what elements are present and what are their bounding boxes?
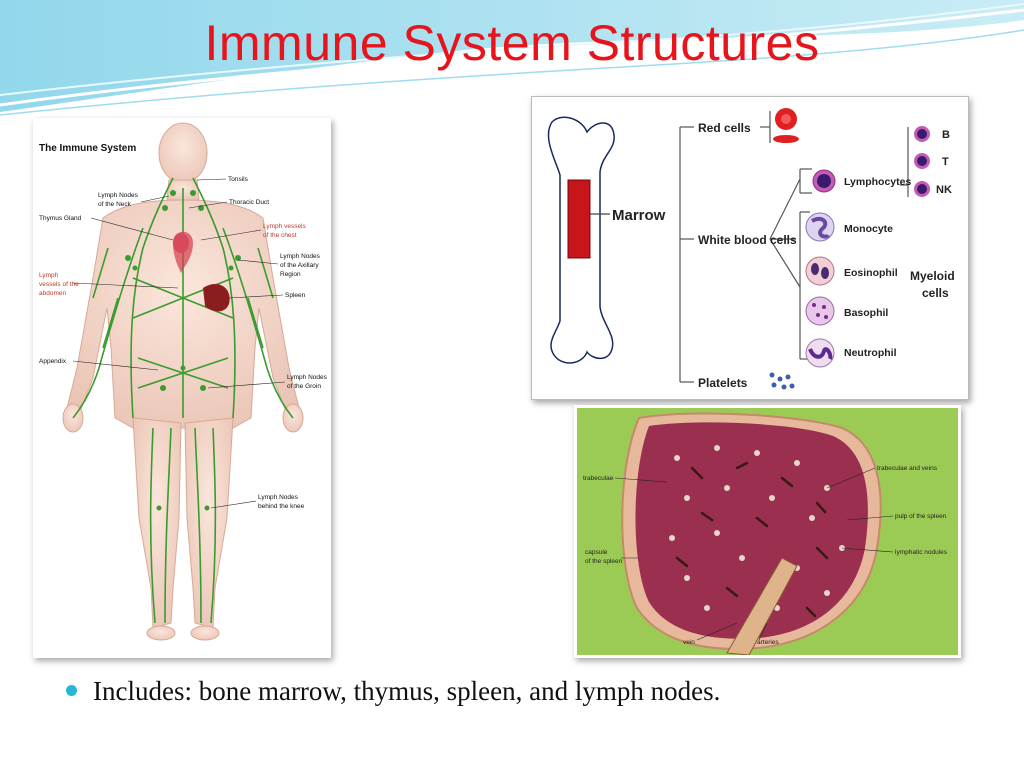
spleen-trabeculae bbox=[675, 461, 829, 618]
label-axillary: Lymph Nodes bbox=[280, 253, 321, 260]
label-thoracic-duct: Thoracic Duct bbox=[229, 199, 269, 206]
bullet-list-item: Includes: bone marrow, thymus, spleen, a… bbox=[66, 676, 1006, 707]
label-axillary-2: of the Axillary bbox=[280, 262, 319, 269]
label-vessels-abdomen: Lymph bbox=[39, 272, 59, 279]
label-trabeculae-veins: trabeculae and veins bbox=[877, 465, 938, 472]
label-b-cell: B bbox=[942, 129, 950, 141]
lymphatic-body-illustration: The Immune System Tonsils Lymph Nodes of… bbox=[39, 122, 328, 641]
label-myeloid: Myeloid bbox=[910, 269, 955, 283]
label-t-cell: T bbox=[942, 156, 949, 168]
label-tonsils: Tonsils bbox=[228, 176, 249, 183]
label-groin: Lymph Nodes bbox=[287, 374, 328, 381]
immune-system-body-figure: The Immune System Tonsils Lymph Nodes of… bbox=[33, 118, 331, 658]
blood-cell-lineage-diagram: Marrow Red cells W bbox=[547, 108, 955, 390]
label-pulp: pulp of the spleen bbox=[895, 513, 947, 520]
spleen-pointer-lines bbox=[614, 467, 894, 641]
spleen-organ bbox=[203, 283, 230, 312]
label-vein: vein bbox=[683, 639, 695, 646]
label-white-blood-cells: White blood cells bbox=[698, 233, 797, 247]
label-vessels-chest: Lymph vessels bbox=[263, 223, 306, 230]
label-myeloid-cells: cells bbox=[922, 286, 949, 300]
bone-marrow-figure: Marrow Red cells W bbox=[531, 96, 969, 400]
label-nk-cell: NK bbox=[936, 184, 952, 196]
spleen-red-pulp bbox=[635, 422, 868, 639]
header-wave-decoration bbox=[0, 0, 1024, 116]
label-vessels-abdomen-2: vessels of the bbox=[39, 281, 79, 288]
bullet-dot-icon bbox=[66, 685, 77, 697]
hilum-vessels bbox=[726, 557, 798, 656]
spleen-cross-section-figure: trabeculae trabeculae and veins pulp of … bbox=[574, 405, 961, 658]
label-knee: Lymph Nodes bbox=[258, 494, 299, 501]
body-figure-pointer-lines bbox=[72, 178, 286, 509]
label-monocyte: Monocyte bbox=[844, 223, 893, 235]
spleen-white-pulp-dots bbox=[669, 445, 845, 611]
label-capsule-2: of the spleen bbox=[585, 558, 623, 565]
platelet-icons bbox=[769, 372, 795, 390]
marrow-cavity bbox=[567, 179, 591, 259]
label-lymph-nodes-neck-2: of the Neck bbox=[98, 201, 132, 208]
label-appendix: Appendix bbox=[39, 358, 67, 365]
body-figure-heading: The Immune System bbox=[39, 143, 136, 154]
myeloid-cell-icons bbox=[805, 212, 835, 368]
label-red-cells: Red cells bbox=[698, 121, 751, 135]
red-cell-icons bbox=[773, 108, 799, 143]
label-spleen: Spleen bbox=[285, 292, 306, 299]
label-groin-2: of the Groin bbox=[287, 383, 321, 390]
bullet-text: Includes: bone marrow, thymus, spleen, a… bbox=[93, 676, 721, 706]
spleen-figure-labels: trabeculae trabeculae and veins pulp of … bbox=[583, 465, 948, 646]
spleen-illustration: trabeculae trabeculae and veins pulp of … bbox=[577, 408, 958, 656]
label-lymphatic-nodules: lymphatic nodules bbox=[895, 549, 948, 556]
label-trabeculae: trabeculae bbox=[583, 475, 614, 482]
label-lymph-nodes-neck: Lymph Nodes bbox=[98, 192, 139, 199]
label-arteries: arteries bbox=[757, 639, 779, 646]
lymphocyte-subtype-icons bbox=[914, 126, 930, 197]
label-neutrophil: Neutrophil bbox=[844, 347, 897, 359]
label-lymphocytes: Lymphocytes bbox=[844, 176, 911, 188]
label-vessels-abdomen-3: abdomen bbox=[39, 290, 66, 297]
heart-organ bbox=[173, 231, 193, 273]
label-axillary-3: Region bbox=[280, 271, 301, 278]
slide-title: Immune System Structures bbox=[204, 15, 820, 71]
label-basophil: Basophil bbox=[844, 307, 888, 319]
label-platelets: Platelets bbox=[698, 376, 748, 390]
label-marrow: Marrow bbox=[612, 207, 666, 224]
label-vessels-chest-2: of the chest bbox=[263, 232, 297, 239]
label-thymus-gland: Thymus Gland bbox=[39, 215, 82, 222]
label-eosinophil: Eosinophil bbox=[844, 267, 898, 279]
label-capsule: capsule bbox=[585, 549, 608, 556]
lymph-vessel-network bbox=[72, 177, 294, 624]
label-knee-2: behind the knee bbox=[258, 503, 305, 510]
lineage-tree-lines bbox=[679, 111, 909, 383]
body-figure-labels: Tonsils Lymph Nodes of the Neck Thoracic… bbox=[39, 176, 328, 510]
